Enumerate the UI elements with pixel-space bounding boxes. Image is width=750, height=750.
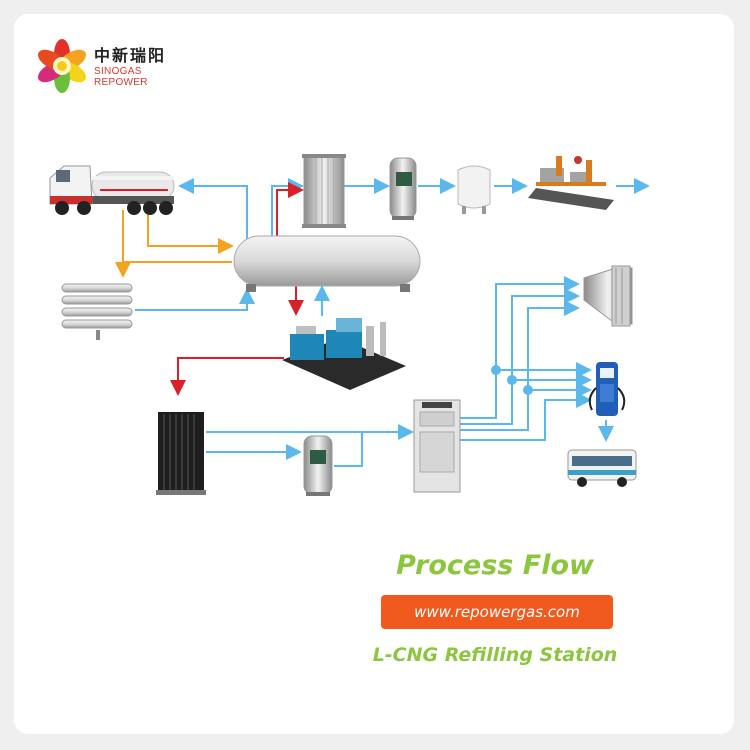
high-pressure-vaporizer-icon bbox=[156, 412, 206, 495]
diagram-subtitle: L-CNG Refilling Station bbox=[372, 644, 618, 666]
flow-line-panel-to-cylinders-1 bbox=[460, 276, 580, 419]
junction-dot bbox=[523, 385, 533, 395]
sun-flower-logo-icon bbox=[38, 39, 86, 93]
flow-line-panel-to-cylinders-2 bbox=[460, 288, 580, 425]
water-bath-heater-icon bbox=[389, 157, 417, 220]
priority-control-panel-icon bbox=[413, 399, 461, 493]
website-badge[interactable]: www.repowergas.com bbox=[381, 595, 613, 629]
flow-line-truck-to-tank bbox=[147, 210, 234, 254]
cng-dispenser-icon bbox=[588, 362, 626, 416]
flow-line-panel-to-dispenser bbox=[460, 392, 592, 441]
junction-dots bbox=[491, 365, 533, 395]
lng-tanker-truck-icon bbox=[49, 165, 175, 215]
regulating-skid-icon bbox=[528, 156, 614, 210]
flow-line-pump-to-hp-vaporizer bbox=[170, 357, 284, 396]
buffer-tank-icon bbox=[457, 165, 491, 214]
flow-line-unloader-to-tank bbox=[135, 288, 255, 311]
junction-dot bbox=[507, 375, 517, 385]
unloading-vaporizer-icon bbox=[61, 283, 133, 340]
storage-cylinder-icon bbox=[583, 265, 633, 327]
flow-line-tank-to-truck bbox=[178, 178, 248, 240]
logo-chinese-name: 中新瑞阳 bbox=[94, 46, 167, 65]
logo-english-name: SINOGAS REPOWER bbox=[94, 66, 148, 88]
junction-dot bbox=[491, 365, 501, 375]
flow-line-heater-to-panel bbox=[334, 432, 363, 467]
diagram-title: Process Flow bbox=[396, 550, 594, 581]
cng-heater-icon bbox=[303, 435, 333, 496]
company-logo: 中新瑞阳 SINOGAS REPOWER bbox=[36, 36, 196, 96]
ambient-vaporizer-icon bbox=[302, 154, 346, 228]
flow-line-red-to-vaporizer bbox=[276, 182, 304, 240]
flow-lines bbox=[115, 178, 650, 467]
lng-storage-tank-icon bbox=[233, 235, 421, 292]
high-pressure-pump-skid-icon bbox=[282, 318, 406, 390]
bus-icon bbox=[567, 449, 637, 487]
